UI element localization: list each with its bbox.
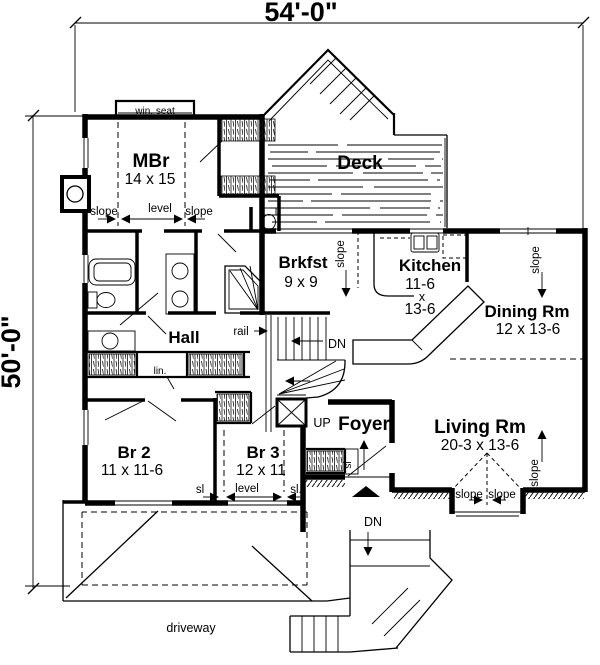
room-size-mbr: 14 x 15 — [125, 171, 176, 188]
label-slope-brkfst: slope — [335, 240, 347, 268]
exterior-hatch — [304, 480, 584, 499]
hall-bath-sink — [101, 332, 119, 350]
label-sl-br3-right: sl. — [290, 484, 302, 496]
room-size-br2: 11 x 11-6 — [101, 462, 163, 479]
windows — [81, 138, 556, 517]
label-slope-dining: slope — [530, 246, 542, 274]
label-slope-living: slope — [529, 459, 541, 487]
door-swings — [104, 140, 276, 425]
closet-hatching — [88, 118, 344, 472]
bathroom-fixtures — [87, 207, 277, 352]
room-label-br2: Br 2 — [117, 443, 150, 462]
kitchen-island — [352, 285, 485, 365]
label-sl-br3-left: sl — [196, 484, 204, 496]
label-dn-porch: DN — [364, 515, 382, 529]
room-label-foyer: Foyer — [338, 414, 390, 435]
kitchen-sink — [410, 232, 440, 253]
interior-walls — [85, 115, 469, 503]
label-slope-bay-left: slope — [455, 489, 483, 501]
label-slope-bay-right: slope — [488, 489, 516, 501]
hall-closet-2 — [188, 353, 243, 376]
label-level-mbr: level — [148, 203, 172, 215]
room-label-hall: Hall — [168, 328, 199, 347]
kitchen-fixtures — [352, 231, 485, 365]
room-size-kitchen-1: 11-6 — [405, 276, 435, 293]
room-label-br3: Br 3 — [246, 443, 279, 462]
annotation-arrows — [98, 214, 547, 556]
room-label-kitchen: Kitchen — [399, 256, 461, 275]
label-rail: rail — [233, 326, 248, 338]
fireplace-box — [60, 175, 91, 213]
room-label-mbr: MBr — [133, 151, 171, 172]
refrigerator — [442, 234, 469, 259]
bay-ceiling-lines — [452, 452, 522, 505]
label-slope-mbr-right: slope — [185, 206, 213, 218]
room-labels: MBr 14 x 15 Deck Brkfst 9 x 9 Kitchen 11… — [101, 151, 570, 479]
label-driveway: driveway — [166, 621, 216, 635]
double-vanity — [165, 253, 195, 315]
label-sl-foyer: sl — [343, 461, 354, 468]
top-dimension-label: 54'-0" — [264, 0, 337, 27]
stair-winder-edge — [305, 359, 346, 399]
wc-toilet-tank — [262, 207, 277, 216]
mbr-closet-2 — [220, 175, 276, 195]
hall-closet-1 — [88, 353, 136, 376]
room-size-brkfst: 9 x 9 — [284, 274, 318, 291]
front-steps — [301, 616, 339, 652]
main-staircase — [265, 315, 346, 432]
chimney — [275, 397, 308, 428]
room-label-brkfst: Brkfst — [278, 253, 327, 272]
room-label-dining: Dining Rm — [485, 302, 570, 321]
ceiling-slope-lines — [117, 122, 583, 505]
label-linen: lin. — [154, 366, 167, 377]
deck-stair-treads — [309, 57, 375, 121]
front-door-swing — [347, 445, 387, 477]
label-slope-mbr-left: slope — [90, 206, 118, 218]
room-size-br3: 12 x 11 — [236, 462, 286, 479]
room-label-living: Living Rm — [434, 417, 526, 438]
bathtub — [88, 258, 136, 286]
entry-walk — [289, 530, 453, 653]
deck-area — [261, 48, 448, 228]
corner-shower — [224, 265, 263, 314]
garage-outline — [62, 500, 351, 602]
label-up: UP — [313, 416, 330, 430]
room-size-living: 20-3 x 13-6 — [441, 437, 519, 454]
mbr-closet-1 — [220, 118, 276, 142]
kitchen-counter — [373, 231, 414, 297]
sink-2 — [171, 290, 189, 308]
stair-rail — [265, 315, 272, 432]
foyer-closet — [306, 450, 344, 472]
label-level-br3: level — [235, 483, 259, 495]
annotation-labels: win. seat slope level slope slope slope … — [90, 106, 542, 635]
toilet-bowl — [96, 292, 116, 308]
label-window-seat: win. seat — [134, 106, 175, 117]
room-size-kitchen-3: 13-6 — [404, 301, 435, 318]
sink-1 — [171, 262, 189, 280]
wc-toilet-bowl — [262, 214, 276, 230]
window-seat-outline — [114, 99, 196, 117]
toilet-tank — [87, 291, 98, 309]
room-size-dining: 12 x 13-6 — [496, 321, 561, 338]
deck-boards — [268, 144, 443, 223]
br3-closet — [216, 393, 250, 422]
entry-marker — [352, 486, 380, 497]
room-label-deck: Deck — [337, 153, 383, 174]
foyer-step-box — [344, 448, 359, 475]
left-dimension-label: 50'-0" — [0, 315, 26, 388]
room-size-kitchen-2: x — [419, 290, 426, 304]
hall-bath-vanity — [87, 330, 136, 352]
label-dn-stairs: DN — [328, 337, 346, 351]
